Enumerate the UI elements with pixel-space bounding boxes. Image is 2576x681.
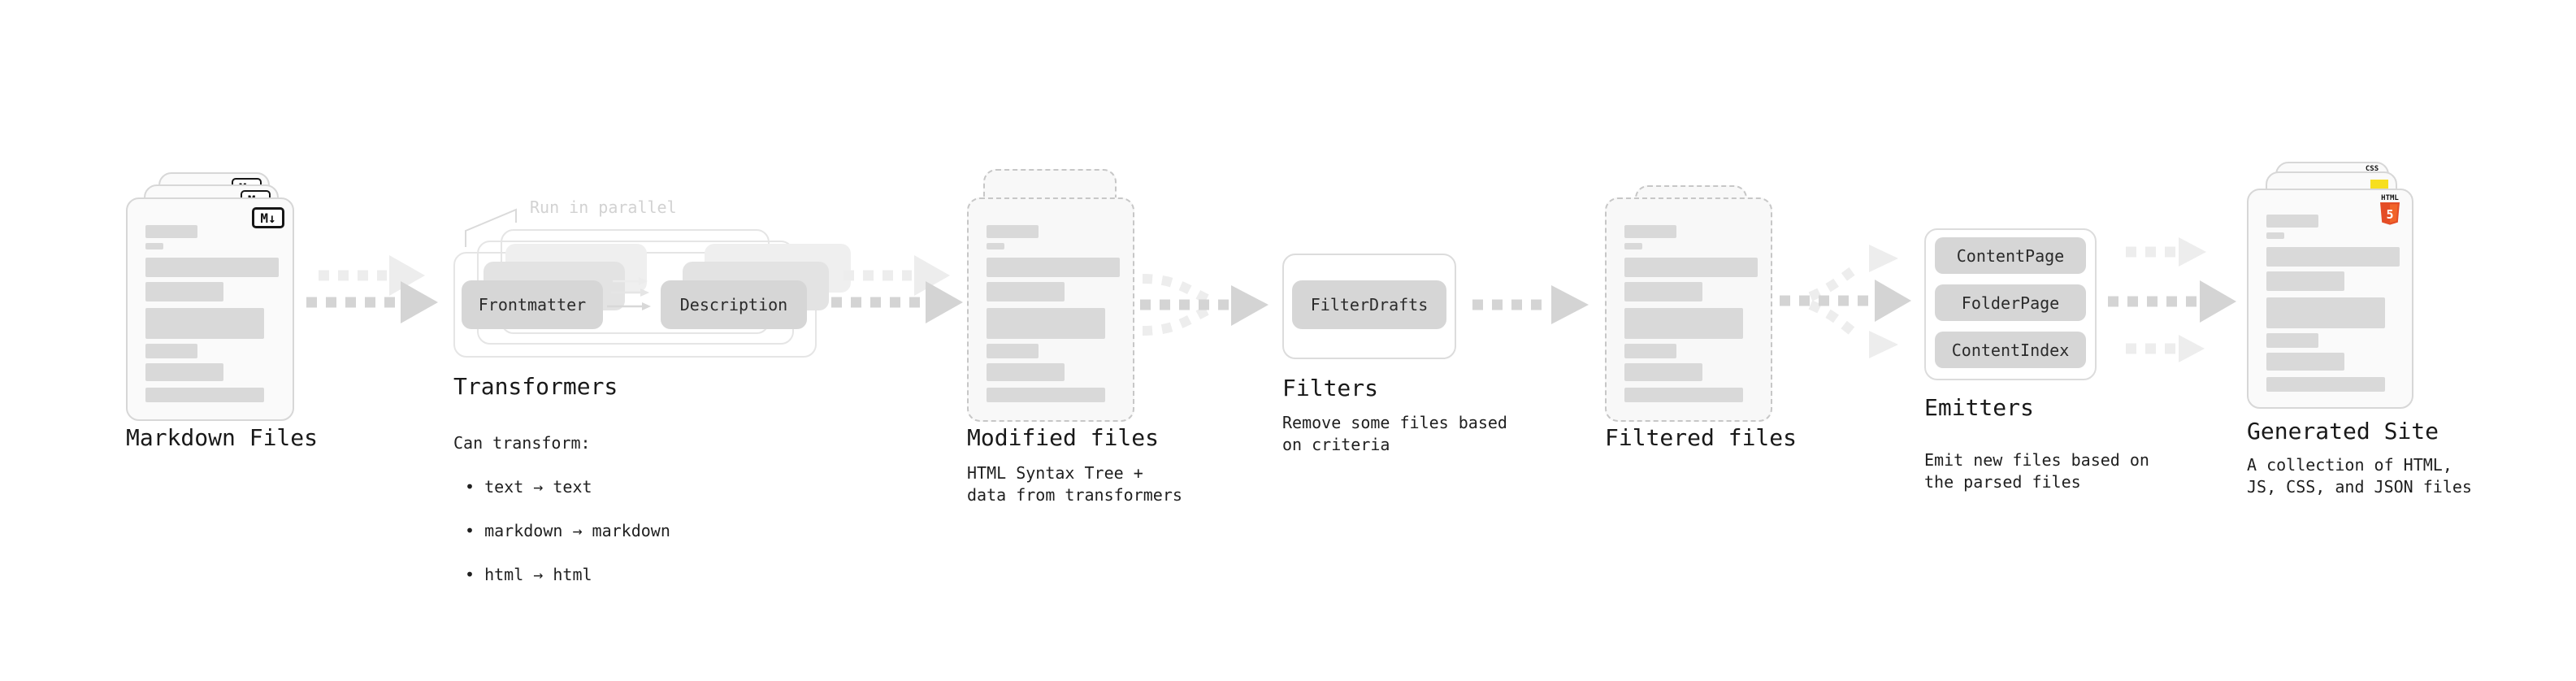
stage-title-filtered-files: Filtered files [1605,424,1798,451]
contentpage-chip: ContentPage [1935,237,2086,274]
content-bar [145,363,223,381]
generated-file-card-html: HTML 5 [2247,189,2413,409]
parallel-arrows-icon [607,277,651,310]
content-bar [2266,247,2400,267]
content-bar [987,225,1039,238]
frontmatter-chip: Frontmatter [462,280,603,329]
content-bar [145,282,223,301]
content-bar [987,258,1120,277]
content-bar [2266,377,2385,392]
filters-description: Remove some files based on criteria [1282,413,1507,454]
emitters-description: Emit new files based on the parsed files [1924,450,2149,492]
folderpage-chip: FolderPage [1935,284,2086,321]
generated-site-description: A collection of HTML, JS, CSS, and JSON … [2247,455,2472,497]
content-bar [987,363,1065,381]
stage-title-emitters: Emitters [1924,394,2034,421]
content-bar [1624,225,1676,238]
bullet-item: • markdown → markdown [465,521,670,540]
flow-arrow-double-icon [306,255,438,323]
flow-arrows-triple-icon [2108,237,2236,362]
html5-icon: HTML 5 [2379,194,2400,229]
css-icon-label: CSS [2365,165,2379,173]
content-bar [2266,271,2344,291]
content-bar [145,344,197,358]
run-in-parallel-label: Run in parallel [530,197,677,217]
js-icon [2370,180,2388,189]
content-bar [987,243,1004,249]
content-bar [2266,297,2385,328]
content-bar [987,344,1039,358]
bullet-item: • html → html [465,565,592,584]
content-bar [1624,258,1758,277]
flow-arrow-double-icon [831,255,963,323]
content-bar [2266,333,2318,348]
html5-icon-label: HTML [2381,194,2399,202]
callout-line-icon [465,208,517,247]
content-bar [145,225,197,238]
stage-title-modified-files: Modified files [967,424,1160,451]
stage-title-transformers: Transformers [453,373,618,400]
flow-arrow-converge-icon [1140,274,1268,336]
content-bar [145,388,264,402]
content-bar [987,308,1105,339]
markdown-icon: M↓ [252,207,284,228]
description-chip: Description [661,280,807,329]
filterdrafts-chip: FilterDrafts [1292,280,1446,329]
content-bar [2266,353,2344,371]
stage-title-markdown-files: Markdown Files [126,424,319,451]
content-bar [145,258,279,277]
content-bar [2266,215,2318,228]
content-bar [987,282,1065,301]
bullet-item: • text → text [465,477,592,497]
transformers-description: Can transform: • text → text • markdown … [453,410,670,608]
stage-title-filters: Filters [1282,375,1379,401]
svg-text:5: 5 [2386,207,2393,222]
stage-title-generated-site: Generated Site [2247,418,2439,445]
markdown-file-card-front: M↓ [126,197,294,421]
can-transform-heading: Can transform: [453,433,591,453]
content-bar [987,388,1105,402]
content-bar [2266,232,2284,239]
html5-shield-icon: 5 [2380,202,2400,225]
content-bar [1624,363,1702,381]
content-bar [1624,388,1743,402]
content-bar [145,243,163,249]
flow-arrow-icon [1472,285,1589,324]
modified-files-description: HTML Syntax Tree + data from transformer… [967,463,1182,505]
content-bar [1624,243,1642,249]
filtered-file-card-front [1605,197,1772,422]
content-bar [1624,308,1743,339]
flow-arrow-diverge-icon [1780,245,1911,358]
contentindex-chip: ContentIndex [1935,332,2086,368]
modified-file-card-front [967,197,1134,422]
content-bar [1624,282,1702,301]
content-bar [1624,344,1676,358]
content-bar [145,308,264,339]
